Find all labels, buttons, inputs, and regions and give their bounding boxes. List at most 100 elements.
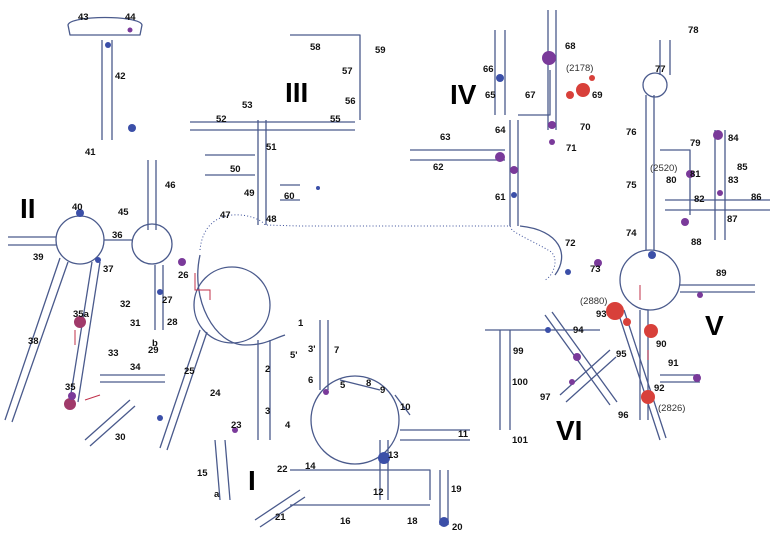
helix-label: 44 bbox=[125, 12, 136, 23]
helix-label: 93 bbox=[596, 309, 607, 320]
helix-label: 33 bbox=[108, 348, 119, 359]
helix-label: 74 bbox=[626, 228, 637, 239]
helix-label: 41 bbox=[85, 147, 96, 158]
helix-label: 67 bbox=[525, 90, 536, 101]
helix-label: 9 bbox=[380, 385, 385, 396]
helix-label: 38 bbox=[28, 336, 39, 347]
helix-label: 70 bbox=[580, 122, 591, 133]
helix-label: 3' bbox=[308, 344, 316, 355]
helix-label: 87 bbox=[727, 214, 738, 225]
helix-label: 89 bbox=[716, 268, 727, 279]
helix-label: 31 bbox=[130, 318, 141, 329]
helix-label: 25 bbox=[184, 366, 195, 377]
helix-label: 32 bbox=[120, 299, 131, 310]
backbone bbox=[4, 10, 770, 528]
domain-label-VI: VI bbox=[556, 415, 582, 446]
helix-label: 43 bbox=[78, 12, 89, 23]
helix-label: 91 bbox=[668, 358, 679, 369]
domain-labels: I II III IV V VI bbox=[20, 77, 724, 496]
annotation-2826: (2826) bbox=[658, 403, 685, 414]
helix-label: 83 bbox=[728, 175, 739, 186]
helix-label: 99 bbox=[513, 346, 524, 357]
helix-label: 28 bbox=[167, 317, 178, 328]
helix-label: 71 bbox=[566, 143, 577, 154]
helix-label: 64 bbox=[495, 125, 506, 136]
helix-label: 10 bbox=[400, 402, 411, 413]
helix-label: 40 bbox=[72, 202, 83, 213]
helix-label: 61 bbox=[495, 192, 506, 203]
helix-label: 56 bbox=[345, 96, 356, 107]
helix-label: 77 bbox=[655, 64, 666, 75]
helix-label: 20 bbox=[452, 522, 463, 533]
helix-label: 76 bbox=[626, 127, 637, 138]
helix-label: 35 bbox=[65, 382, 76, 393]
helix-label: 23 bbox=[231, 420, 242, 431]
domain-label-I: I bbox=[248, 465, 256, 496]
helix-label: 96 bbox=[618, 410, 629, 421]
helix-label: 15 bbox=[197, 468, 208, 479]
helix-label: 68 bbox=[565, 41, 576, 52]
helix-label: 21 bbox=[275, 512, 286, 523]
helix-label: 97 bbox=[540, 392, 551, 403]
helix-label: 79 bbox=[690, 138, 701, 149]
annotation-2520: (2520) bbox=[650, 163, 677, 174]
helix-label: 60 bbox=[284, 191, 295, 202]
helix-label: 5' bbox=[290, 350, 298, 361]
helix-label: 49 bbox=[244, 188, 255, 199]
helix-label: 62 bbox=[433, 162, 444, 173]
helix-label: 92 bbox=[654, 383, 665, 394]
helix-label: 66 bbox=[483, 64, 494, 75]
helix-label: 73 bbox=[590, 264, 601, 275]
helix-label: 14 bbox=[305, 461, 316, 472]
annotation-2178: (2178) bbox=[566, 63, 593, 74]
helix-label: 16 bbox=[340, 516, 351, 527]
helix-label: 24 bbox=[210, 388, 221, 399]
helix-label: 27 bbox=[162, 295, 173, 306]
helix-label: 47 bbox=[220, 210, 231, 221]
helix-label: 35a bbox=[73, 309, 90, 320]
helix-label: 51 bbox=[266, 142, 277, 153]
helix-label: 42 bbox=[115, 71, 126, 82]
domain-label-V: V bbox=[705, 310, 724, 341]
helix-label: 19 bbox=[451, 484, 462, 495]
helix-label: 78 bbox=[688, 25, 699, 36]
helix-label: 26 bbox=[178, 270, 189, 281]
helix-label: 11 bbox=[458, 429, 469, 440]
helix-label: 18 bbox=[407, 516, 418, 527]
helix-label: a bbox=[214, 489, 220, 500]
helix-label: 52 bbox=[216, 114, 227, 125]
helix-label: 72 bbox=[565, 238, 576, 249]
helix-label: 57 bbox=[342, 66, 353, 77]
helix-label: 90 bbox=[656, 339, 667, 350]
helix-label: 7 bbox=[334, 345, 339, 356]
helix-label: 75 bbox=[626, 180, 637, 191]
helix-label: 45 bbox=[118, 207, 129, 218]
helix-label: 88 bbox=[691, 237, 702, 248]
helix-label: 59 bbox=[375, 45, 386, 56]
helix-label: 30 bbox=[115, 432, 126, 443]
domain-label-IV: IV bbox=[450, 79, 477, 110]
helix-label: 22 bbox=[277, 464, 288, 475]
helix-label: 8 bbox=[366, 378, 371, 389]
nucleotide-markers bbox=[64, 27, 723, 527]
domain-label-II: II bbox=[20, 193, 36, 224]
domain-label-III: III bbox=[285, 77, 308, 108]
helix-label: 13 bbox=[388, 450, 399, 461]
helix-label: 3 bbox=[265, 406, 270, 417]
helix-label: 80 bbox=[666, 175, 677, 186]
helix-label: 1 bbox=[298, 318, 304, 329]
tertiary-interaction-lines bbox=[74, 273, 649, 401]
helix-label: 58 bbox=[310, 42, 321, 53]
helix-label: 84 bbox=[728, 133, 739, 144]
helix-label: 46 bbox=[165, 180, 176, 191]
helix-label: 2 bbox=[265, 364, 270, 375]
helix-label: 37 bbox=[103, 264, 114, 275]
helix-label: 101 bbox=[512, 435, 529, 446]
helix-label: 69 bbox=[592, 90, 603, 101]
helix-label: 63 bbox=[440, 132, 451, 143]
helix-label: 29 bbox=[148, 345, 159, 356]
helix-label: 48 bbox=[266, 214, 277, 225]
helix-label: 81 bbox=[690, 169, 701, 180]
helix-label: 55 bbox=[330, 114, 341, 125]
